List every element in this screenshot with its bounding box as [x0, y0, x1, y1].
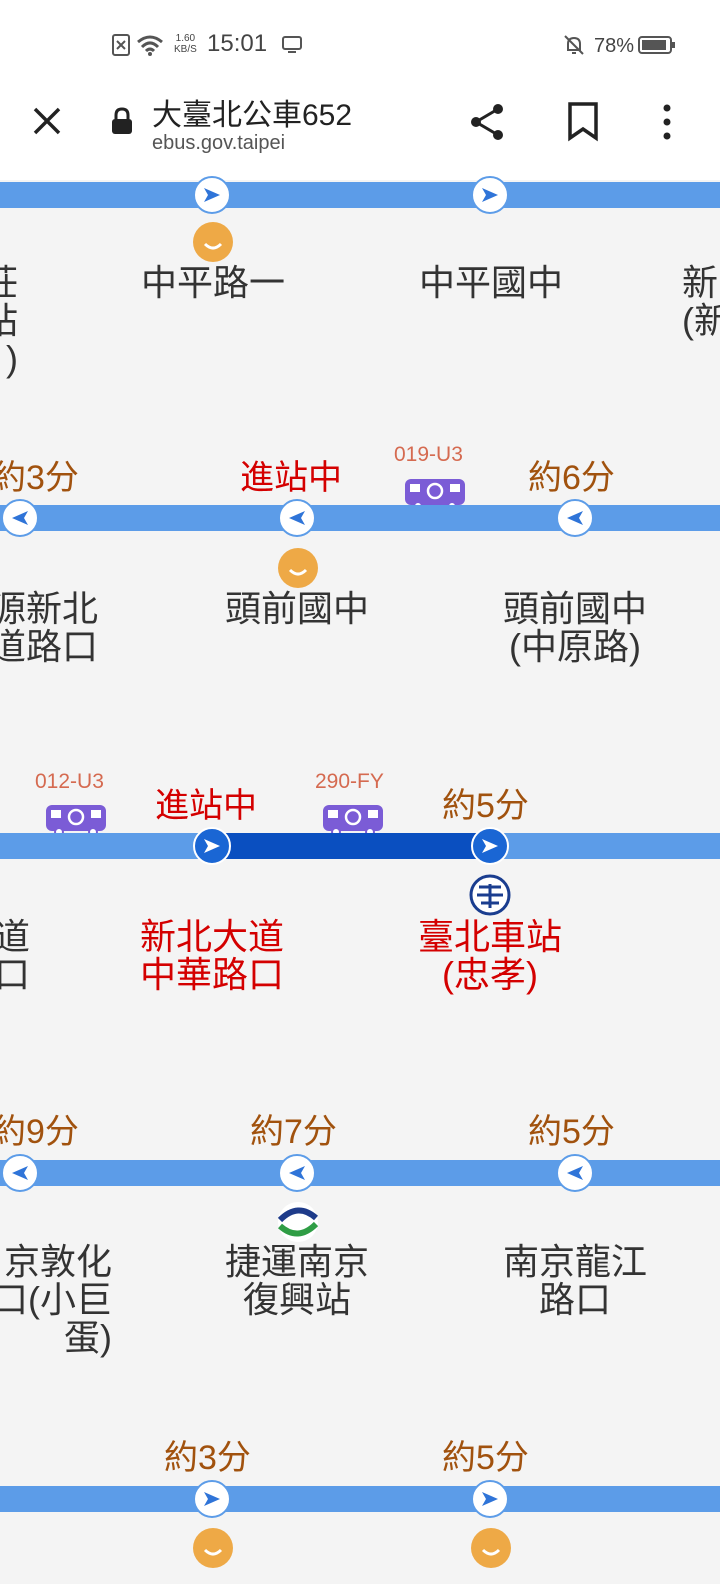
stop-name[interactable]: 源新北 道路口 [0, 588, 99, 667]
stop-marker[interactable] [1, 1154, 39, 1192]
stop-name[interactable]: 臺北車站 (忠孝) [417, 916, 562, 995]
stop-name[interactable]: 捷運南京 復興站 [224, 1241, 369, 1320]
eta-label: 進站中 [155, 787, 257, 825]
stop-marker[interactable] [193, 1480, 231, 1518]
stop-name[interactable]: 新 (新 [682, 262, 720, 341]
stop-marker[interactable] [278, 499, 316, 537]
active-segment [212, 833, 490, 859]
route-track [0, 182, 720, 208]
sim-off-icon [112, 34, 130, 56]
eta-label: 約3分 [164, 1439, 251, 1477]
stop-name[interactable]: 莊 站 ) [0, 262, 19, 379]
smile-icon [193, 222, 233, 262]
stop-marker[interactable] [471, 827, 509, 865]
eta-label: 約5分 [528, 1113, 615, 1151]
stop-marker[interactable] [1, 499, 39, 537]
stop-marker[interactable] [556, 499, 594, 537]
stop-name[interactable]: 新北大道 中華路口 [139, 916, 284, 995]
eta-label: 約5分 [442, 1439, 529, 1477]
eta-label: 約3分 [0, 459, 79, 497]
arrow-left-icon [12, 1166, 28, 1180]
eta-label: 約5分 [442, 787, 529, 825]
notifications-off-icon [564, 35, 584, 55]
stop-marker[interactable] [471, 176, 509, 214]
bookmark-icon[interactable] [566, 102, 600, 142]
arrow-right-icon [482, 1492, 498, 1506]
stop-name[interactable]: 中平國中 [418, 262, 563, 303]
route-track [0, 1486, 720, 1512]
stop-name[interactable]: 南京龍江 路口 [502, 1241, 647, 1320]
route-track [0, 1160, 720, 1186]
stop-name[interactable]: 頭前國中 [224, 588, 369, 629]
bus-plate: 012-U3 [35, 770, 104, 793]
arrow-left-icon [12, 511, 28, 525]
smile-icon [471, 1528, 511, 1568]
lock-icon [112, 107, 132, 134]
accessible-bus-icon[interactable] [45, 804, 107, 838]
stop-name[interactable]: 道 口 [0, 916, 31, 995]
arrow-right-icon [204, 188, 220, 202]
page-title: 大臺北公車652 [152, 99, 353, 132]
stop-marker[interactable] [193, 827, 231, 865]
arrow-left-icon [567, 1166, 583, 1180]
more-options-icon[interactable] [660, 102, 674, 142]
battery-percent: 78% [594, 35, 635, 57]
smile-icon [278, 548, 318, 588]
page-url[interactable]: ebus.gov.taipei [152, 132, 286, 154]
eta-label: 約6分 [528, 459, 615, 497]
bus-plate: 019-U3 [394, 443, 463, 466]
stop-marker[interactable] [471, 1480, 509, 1518]
stop-marker[interactable] [193, 176, 231, 214]
close-icon[interactable] [32, 106, 62, 136]
share-icon[interactable] [468, 102, 508, 142]
browser-toolbar [0, 88, 720, 180]
arrow-left-icon [567, 511, 583, 525]
route-track [0, 505, 720, 531]
eta-label: 約7分 [250, 1113, 337, 1151]
accessible-bus-icon[interactable] [322, 804, 384, 838]
eta-label: 約9分 [0, 1113, 79, 1151]
railway-station-icon [469, 874, 511, 916]
stop-name[interactable]: 頭前國中 (中原路) [502, 588, 647, 667]
stop-marker[interactable] [278, 1154, 316, 1192]
stop-name[interactable]: 京敦化 口(小巨 蛋) [0, 1241, 112, 1358]
metro-icon [277, 1202, 319, 1242]
clock: 15:01 [207, 30, 268, 57]
smile-icon [193, 1528, 233, 1568]
bus-plate: 290-FY [315, 770, 384, 793]
battery-icon [638, 36, 675, 54]
arrow-left-icon [289, 511, 305, 525]
screen-icon [282, 36, 302, 53]
eta-label: 進站中 [240, 459, 342, 497]
stop-marker[interactable] [556, 1154, 594, 1192]
arrow-right-icon [482, 188, 498, 202]
stop-name[interactable]: 中平路一 [140, 262, 285, 303]
wifi-icon [137, 35, 163, 56]
arrow-left-icon [289, 1166, 305, 1180]
arrow-right-icon [204, 1492, 220, 1506]
arrow-right-icon [482, 839, 498, 853]
arrow-right-icon [204, 839, 220, 853]
